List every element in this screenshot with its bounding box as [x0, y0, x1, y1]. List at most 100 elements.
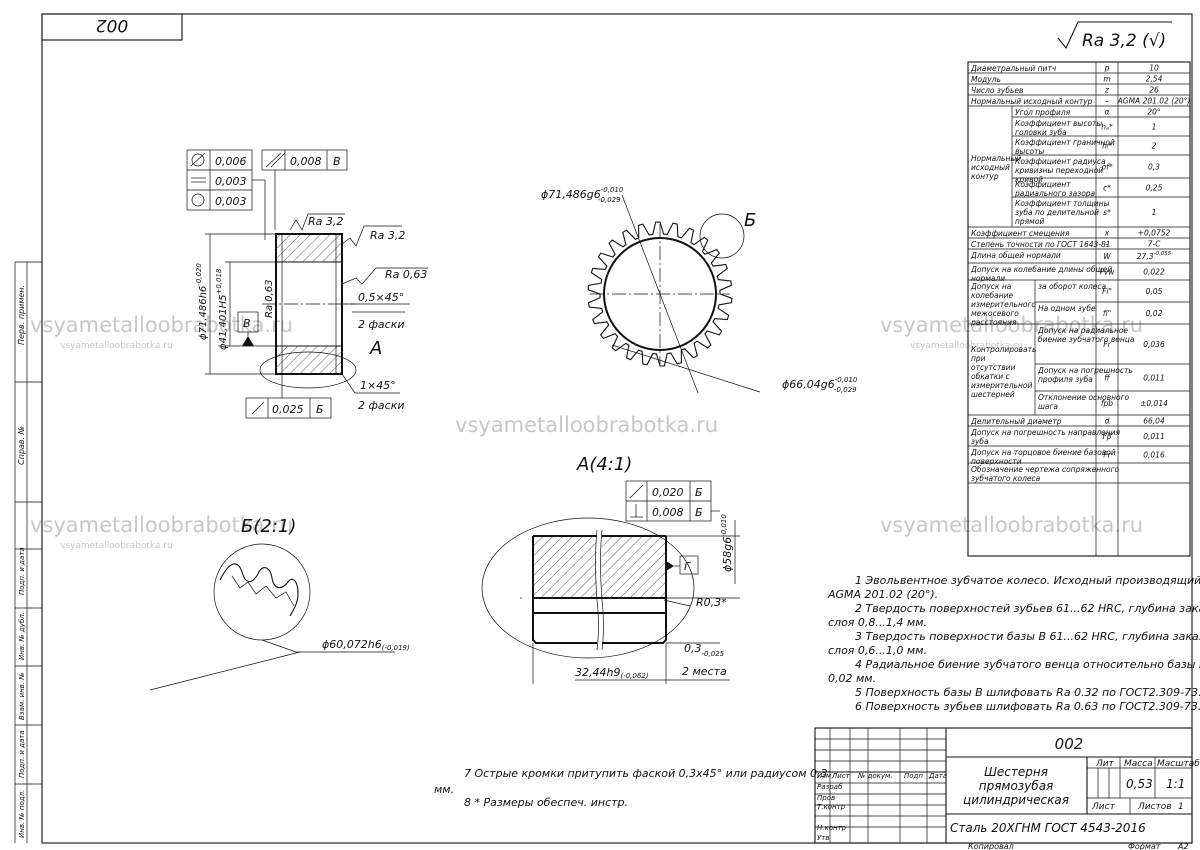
mp-name-1: На одном зубе	[1038, 304, 1096, 313]
circularity-icon	[191, 193, 205, 207]
note-4: 4 Радиальное биение зубчатого венца отно…	[855, 658, 1200, 671]
chamfer1-note: 2 фаски	[358, 318, 404, 331]
strip-podp-data-1: Подп. и дата	[18, 547, 26, 595]
gp-name-0: Диаметральный питч	[970, 64, 1057, 73]
pp-name-2: высоты	[1015, 147, 1044, 156]
pp-name-4: радиального зазора	[1014, 189, 1096, 198]
detail-a-small-note: 2 места	[682, 665, 727, 678]
cp-sym-2: fpb	[1101, 399, 1113, 408]
datum-g-label: Г	[684, 560, 691, 573]
tb-name-l2: прямозубая	[979, 779, 1054, 793]
pp-name-5: зуба по делительной	[1015, 208, 1099, 217]
pm-name-2: Длина общей нормали	[970, 251, 1061, 260]
note-4: 0,02 мм.	[828, 672, 876, 685]
pb-name-2: поверхности	[971, 457, 1022, 466]
note-6: 6 Поверхность зубьев шлифовать Ra 0.63 п…	[855, 700, 1200, 713]
gp-sym-1: m	[1103, 75, 1110, 84]
tb-massa: Масса	[1124, 759, 1153, 769]
watermark-3: vsyametalloobrabotka.ru	[30, 513, 293, 537]
gp-name-2: Число зубьев	[971, 86, 1023, 95]
ctrl-group-label: шестерней	[971, 390, 1015, 399]
note-2: слоя 0,8...1,4 мм.	[828, 616, 927, 629]
gear-params-table	[967, 61, 1191, 557]
pp-name-5: прямой	[1015, 217, 1044, 226]
tb-tkontr: Т.контр	[817, 803, 846, 811]
pm-name-3: Допуск на колебание длины общей	[970, 265, 1112, 274]
pp-val-4: 0,25	[1146, 184, 1163, 193]
note-3: 3 Твердость поверхности базы В 61...62 H…	[855, 630, 1200, 643]
technical-notes: 1 Эвольвентное зубчатое колесо. Исходный…	[827, 574, 1200, 713]
dia-bore-label: ϕ41,401H5+0,018	[215, 268, 229, 350]
gp-name-1: Модуль	[971, 75, 1001, 84]
gp-sym-2: z	[1104, 86, 1110, 95]
tb-list: Лист	[1091, 802, 1116, 812]
tol-bottom-val: 0,025	[272, 403, 304, 416]
note-1: AGMA 201.02 (20°).	[827, 588, 938, 601]
pb-val-0: 66,04	[1143, 417, 1165, 426]
pm-val-0: +0,0752	[1138, 229, 1171, 238]
pb-sym-1: Fβ	[1102, 432, 1111, 441]
tb-mass-val: 0,53	[1126, 777, 1153, 791]
gp-val-2: 26	[1149, 86, 1159, 95]
flatness-icon	[191, 177, 206, 183]
note-8: 8 * Размеры обеспеч. инстр.	[464, 796, 628, 809]
detail-b-title: Б(2:1)	[241, 516, 296, 537]
perpendicularity-icon	[630, 504, 643, 518]
watermark-5: vsyametalloobrabotka.ru	[880, 513, 1143, 537]
tb-razrab: Разраб	[817, 783, 843, 791]
pb-name-1: Допуск на погрешность направления	[970, 428, 1121, 437]
pp-val-3: 0,3	[1148, 163, 1160, 172]
strip-vzam-inv: Взам. инв. №	[18, 672, 26, 720]
pp-name-0: Угол профиля	[1015, 108, 1071, 117]
tb-prov: Пров	[817, 794, 835, 802]
ctrl-group-label: при	[971, 354, 986, 363]
meas-group-label: расстояния	[970, 318, 1017, 327]
tol-row-1-val: 0,006	[215, 155, 247, 168]
tol-row-3-val: 0,003	[215, 195, 247, 208]
ra-bore-label: Ra 0,63	[264, 279, 275, 318]
note-3: слоя 0,6...1,0 мм.	[828, 644, 927, 657]
pm-val-3: 0,022	[1143, 268, 1165, 277]
watermark-2: vsyametalloobrabotka.ru	[455, 413, 718, 437]
pm-name-0: Коэффициент смещения	[971, 229, 1070, 238]
ctrl-group-label: измерительной	[971, 381, 1032, 390]
note-2: 2 Твердость поверхностей зубьев 61...62 …	[855, 602, 1200, 615]
tb-izm: Изм	[817, 772, 832, 780]
ra-right1-label: Ra 3,2	[370, 229, 405, 242]
tol-bottom-datum: Б	[316, 403, 324, 416]
cp-val-2: ±0,014	[1140, 399, 1168, 408]
gp-sym-0: p	[1104, 64, 1110, 73]
meas-group-label: колебание	[971, 291, 1014, 300]
ctrl-group-label: отсутствии	[971, 363, 1016, 372]
pp-sym-2: hₗ*	[1102, 142, 1112, 151]
pp-val-2: 2	[1152, 142, 1157, 151]
pp-sym-0: α	[1105, 108, 1110, 117]
detail-a-title: А(4:1)	[576, 454, 632, 475]
roughness-general: Ra 3,2 (√)	[1057, 21, 1172, 51]
pm-sym-3: Fvw	[1100, 268, 1116, 277]
tb-listov-val: 1	[1178, 802, 1184, 812]
gp-name-3: Нормальный исходный контур	[971, 97, 1093, 106]
tb-nkontr: Н.контр	[817, 824, 847, 832]
ra-right2-label: Ra 0,63	[385, 268, 427, 281]
tb-name-l1: Шестерня	[984, 765, 1048, 779]
gear-dia-top-lo: -0,029	[598, 196, 621, 204]
mp-val-1: 0,02	[1146, 309, 1163, 318]
detail-a-radius: R0,3*	[696, 596, 727, 609]
chamfer-notes: 0,5×45° 2 фаски А 1×45° 2 фаски	[259, 291, 410, 412]
cp-name-1: профиля зуба	[1038, 375, 1093, 384]
pp-sym-1: hₐ*	[1101, 123, 1113, 132]
pp-name-3: кривой	[1015, 175, 1043, 184]
tb-masshtab: Масштаб	[1157, 759, 1200, 769]
detail-a-view: А(4:1) 0,020 Б 0,008 Б Г ϕ58g6-0,	[481, 454, 740, 684]
detail-a-dia: ϕ58g6-0,010	[720, 514, 734, 572]
note-7-line1: 7 Острые кромки притупить фаской 0,3x45°…	[464, 767, 828, 780]
profile-group-label: исходный	[971, 163, 1010, 172]
pb-name-2: Допуск на торцовое биение базовой	[970, 448, 1116, 457]
pp-name-1: Коэффициент высоты	[1015, 119, 1102, 128]
pb-sym-0: d	[1105, 417, 1110, 426]
outer-frame	[41, 13, 1193, 844]
top-left-code-box	[41, 13, 183, 41]
